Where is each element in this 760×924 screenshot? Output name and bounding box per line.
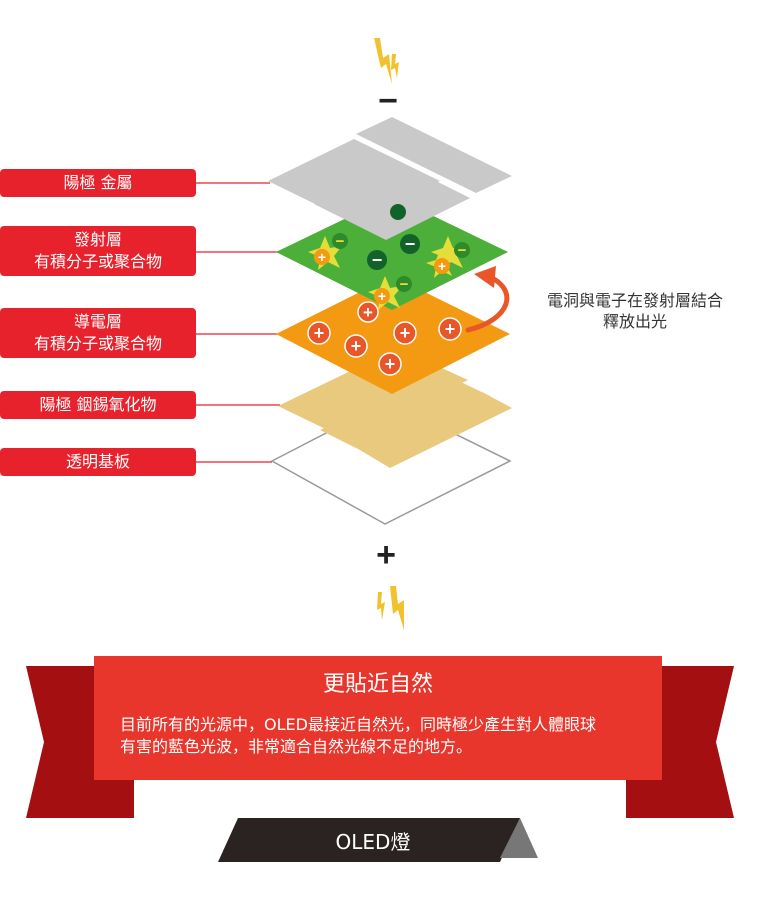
svg-text:+: + (351, 336, 362, 356)
ribbon-content: 更貼近自然 目前所有的光源中，OLED最接近自然光，同時極少產生對人體眼球 有害… (94, 656, 662, 758)
positive-terminal: + (376, 536, 396, 574)
hole-2: + (357, 301, 379, 323)
svg-text:+: + (314, 323, 325, 343)
conductive-layer (276, 276, 510, 394)
label-emissive-line-2: 有積分子或聚合物 (33, 252, 162, 271)
electron-5: − (454, 242, 470, 259)
label-conductive: 導電層 有積分子或聚合物 (0, 308, 196, 358)
label-conductive-line-2: 有積分子或聚合物 (33, 334, 162, 353)
label-substrate: 透明基板 (0, 448, 196, 476)
hole-4: + (438, 317, 462, 341)
label-conductive-line-1: 導電層 (73, 312, 122, 331)
ribbon-body-line-1: 目前所有的光源中，OLED最接近自然光，同時極少產生對人體眼球 (120, 715, 596, 734)
holes-emissive: + + + (314, 249, 450, 304)
oled-tag-background (218, 818, 520, 862)
hole-1: + (307, 321, 331, 345)
cathode-strip-3 (356, 117, 512, 193)
ribbon-body-line-2: 有害的藍色光波，非常適合自然光線不足的地方。 (120, 737, 473, 756)
svg-text:+: + (445, 319, 456, 339)
cathode-strip-2 (314, 162, 470, 240)
anode-strip-3 (360, 392, 512, 468)
annotation-line-2: 釋放出光 (602, 312, 667, 331)
svg-text:+: + (438, 258, 446, 274)
glow-burst-2 (431, 236, 465, 270)
svg-text:−: − (372, 250, 383, 270)
svg-text:+: + (378, 288, 386, 304)
svg-text:+: + (363, 303, 373, 322)
hole-6: + (378, 352, 402, 376)
electron-6: − (396, 276, 412, 293)
label-substrate-line-1: 透明基板 (65, 452, 130, 471)
electron-1: − (367, 250, 387, 270)
electron-2: − (400, 234, 420, 254)
electron-4: − (332, 233, 348, 250)
lightning-bolt-bottom-icon (377, 586, 404, 630)
ribbon-title: 更貼近自然 (322, 672, 433, 697)
label-cathode-line-1: 陽極 金屬 (63, 173, 133, 192)
svg-text:+: + (400, 323, 411, 343)
hole-emissive-2: + (434, 258, 450, 274)
hole-emissive-1: + (314, 249, 330, 265)
label-anode-line-1: 陽極 銦錫氧化物 (39, 395, 157, 414)
oled-tag-label: OLED燈 (335, 830, 411, 854)
ribbon-banner (26, 656, 734, 862)
anode-strip-2 (320, 372, 490, 454)
electrons: − − − − − (332, 204, 470, 293)
negative-terminal: − (378, 82, 398, 120)
connector-lines (196, 182, 280, 463)
ribbon-main-band (94, 656, 662, 780)
recombination-arrow-icon (465, 266, 510, 333)
svg-text:−: − (458, 242, 467, 259)
hole-3: + (393, 321, 417, 345)
emissive-layer (276, 196, 508, 310)
svg-text:−: − (405, 234, 416, 254)
svg-text:−: − (336, 233, 345, 250)
hole-5: + (344, 334, 368, 358)
svg-text:+: + (385, 354, 396, 374)
cathode-layer (268, 117, 512, 240)
oled-tag-fold (500, 818, 538, 858)
svg-text:+: + (318, 249, 326, 265)
label-emissive-line-1: 發射層 (73, 230, 122, 249)
svg-text:−: − (400, 276, 409, 293)
electron-3 (390, 204, 406, 220)
oled-layer-diagram: − − − − (196, 38, 512, 630)
holes-conductive: + + + + + + (307, 301, 462, 376)
ribbon-body: 目前所有的光源中，OLED最接近自然光，同時極少產生對人體眼球 有害的藍色光波，… (120, 714, 636, 758)
annotation-line-1: 電洞與電子在發射層結合 (546, 291, 723, 310)
label-cathode: 陽極 金屬 (0, 169, 196, 197)
label-anode: 陽極 銦錫氧化物 (0, 391, 196, 419)
hole-emissive-3: + (374, 288, 390, 304)
recombination-annotation: 電洞與電子在發射層結合 釋放出光 (530, 290, 740, 332)
lightning-bolt-top-icon (374, 38, 399, 84)
label-emissive: 發射層 有積分子或聚合物 (0, 226, 196, 276)
